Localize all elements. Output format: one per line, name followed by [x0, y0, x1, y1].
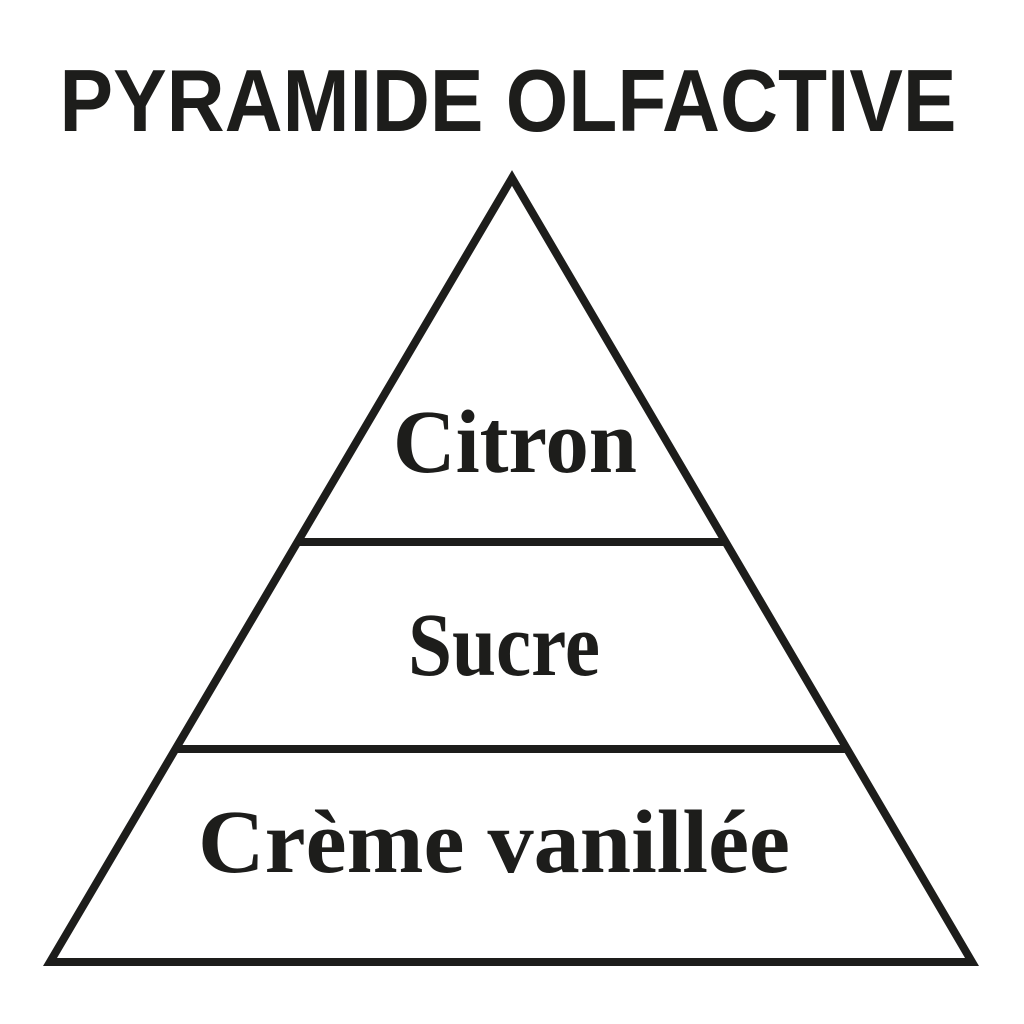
tier-label-middle: Sucre: [408, 596, 600, 695]
page-title: PYRAMIDE OLFACTIVE: [60, 51, 957, 150]
pyramid-outline: [43, 170, 979, 966]
tier-label-top: Citron: [393, 393, 637, 492]
tier-label-bottom: Crème vanillée: [198, 793, 790, 892]
